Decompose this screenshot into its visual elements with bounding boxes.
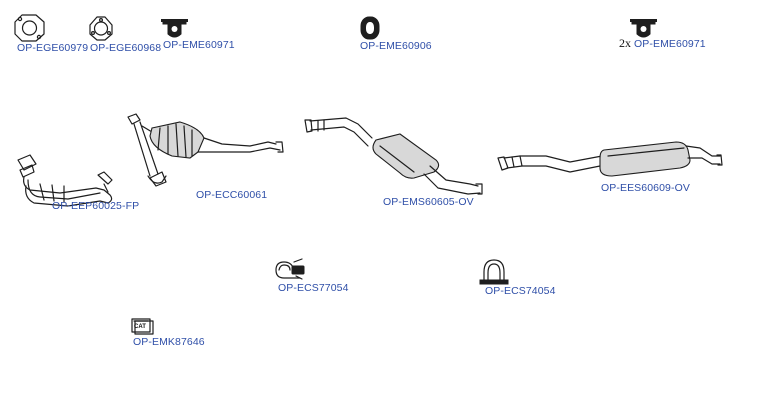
- part-code: OP-EGE60979: [17, 42, 89, 54]
- part-code: OP-ECS77054: [278, 282, 349, 294]
- part-code: OP-EME60971: [634, 38, 706, 50]
- quantity-label: 2x: [619, 36, 631, 50]
- part-code: OP-EES60609-OV: [601, 182, 690, 194]
- part-code: OP-EMK87646: [133, 336, 205, 348]
- part-code: OP-EMS60605-OV: [383, 196, 474, 208]
- part-code: OP-EEP60025-FP: [52, 200, 140, 212]
- part-code: OP-EME60971: [163, 39, 235, 51]
- part-code: OP-ECS74054: [485, 285, 556, 297]
- cat-badge: CAT: [134, 324, 146, 330]
- part-code: OP-ECC60061: [196, 189, 268, 201]
- part-code: OP-EGE60968: [90, 42, 162, 54]
- part-code: OP-EME60906: [360, 40, 432, 52]
